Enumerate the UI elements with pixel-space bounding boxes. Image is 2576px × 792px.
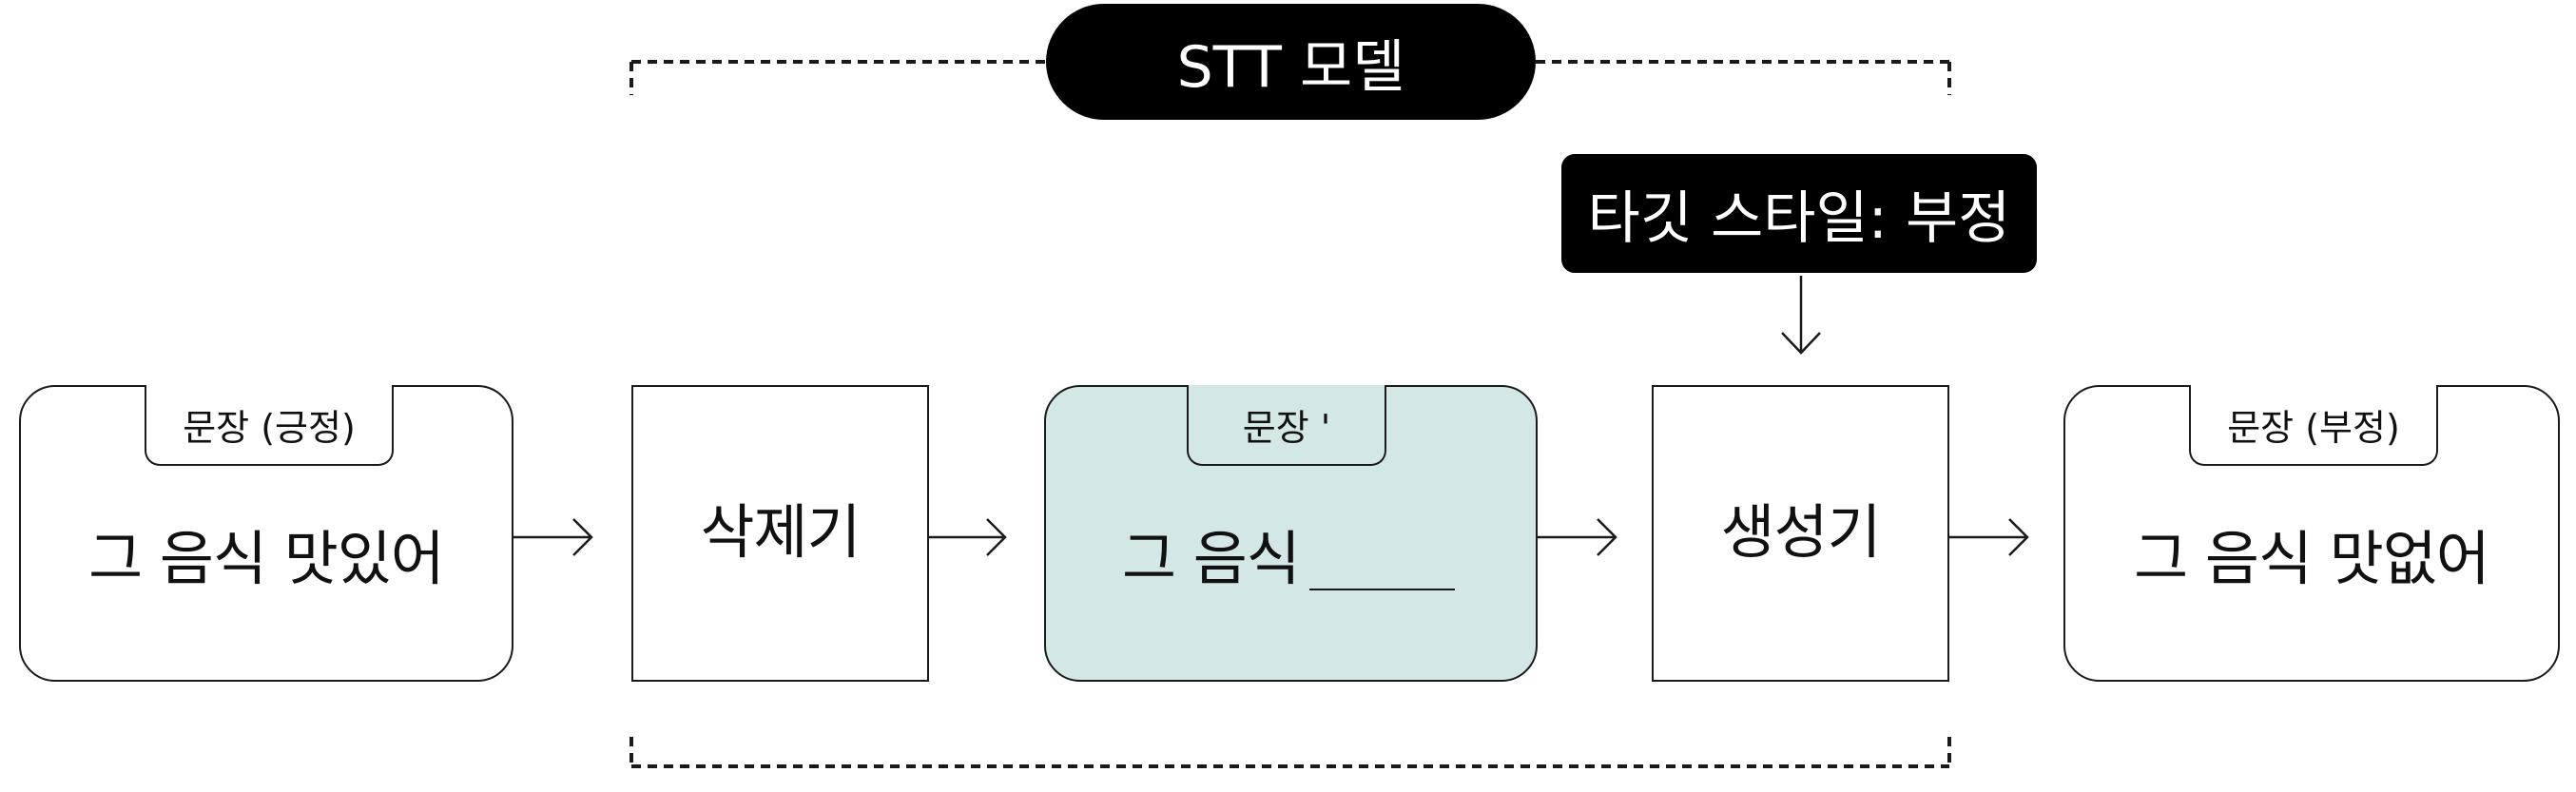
masked-sentence-tab: 문장 ' — [1187, 385, 1386, 466]
arrow-masked-to-generator — [1538, 518, 1617, 556]
masked-blank — [1309, 589, 1455, 590]
arrow-target-to-generator — [1781, 276, 1821, 355]
result-sentence-tab: 문장 (부정) — [2189, 385, 2438, 466]
generator-label: 생성기 — [1720, 497, 1881, 567]
result-sentence-box: 문장 (부정) 그 음식 맛없어 — [2063, 385, 2560, 682]
masked-sentence-tab-label: 문장 ' — [1242, 407, 1331, 449]
bottom-bracket — [629, 737, 1951, 768]
arrow-generator-to-result — [1949, 518, 2029, 556]
source-sentence-box: 문장 (긍정) 그 음식 맛있어 — [19, 385, 513, 682]
masked-sentence-text: 그 음식 — [1122, 524, 1301, 593]
generator-box: 생성기 — [1652, 385, 1949, 682]
arrow-deleter-to-masked — [929, 518, 1007, 556]
source-sentence-tab: 문장 (긍정) — [145, 385, 394, 466]
arrow-source-to-deleter — [513, 518, 593, 556]
target-style-text: 타깃 스타일: 부정 — [1587, 185, 2011, 252]
deleter-box: 삭제기 — [631, 385, 929, 682]
result-sentence-tab-label: 문장 (부정) — [2227, 407, 2400, 449]
top-bracket — [629, 60, 1951, 95]
stt-model-text: STT 모델 — [1176, 33, 1405, 101]
deleter-label: 삭제기 — [700, 497, 861, 567]
source-sentence-tab-label: 문장 (긍정) — [183, 407, 356, 449]
masked-sentence-box: 문장 ' 그 음식 — [1044, 385, 1538, 682]
target-style-badge: 타깃 스타일: 부정 — [1561, 154, 2037, 273]
stt-model-label: STT 모델 — [1046, 4, 1536, 120]
source-sentence-text: 그 음식 맛있어 — [88, 524, 445, 593]
result-sentence-text: 그 음식 맛없어 — [2134, 524, 2490, 593]
